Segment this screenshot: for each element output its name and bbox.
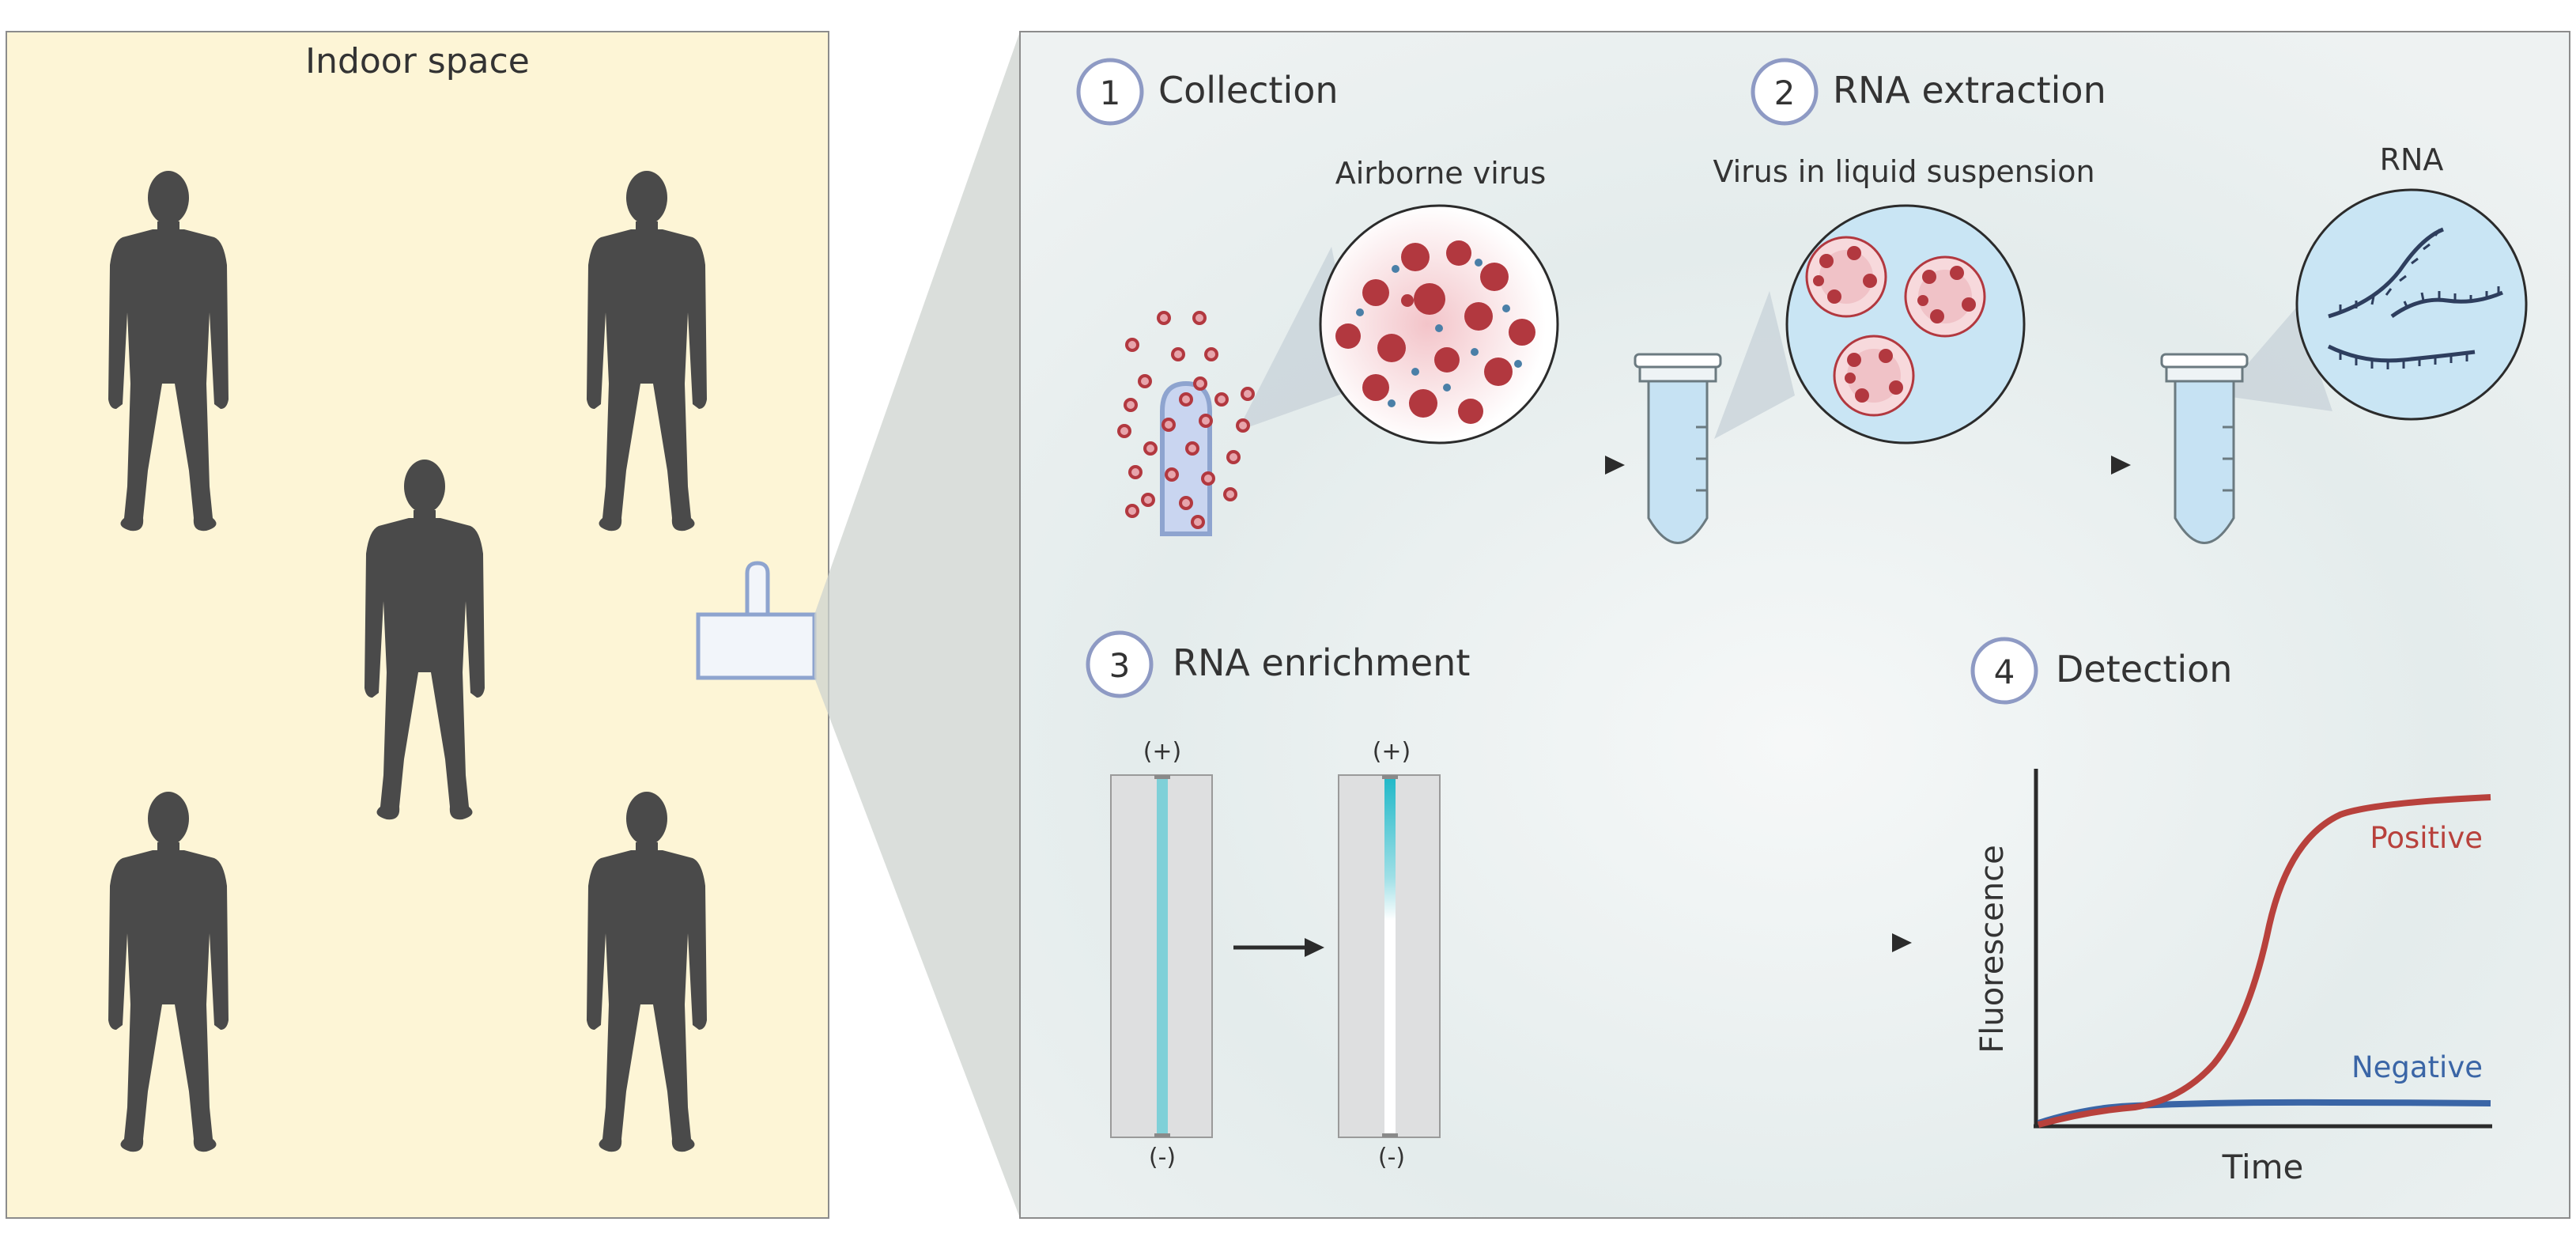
enrichment-strip-before bbox=[1110, 774, 1213, 1138]
step-1-label: Collection bbox=[1158, 69, 1339, 112]
negative-label: Negative bbox=[2351, 1050, 2483, 1084]
eppendorf-tube bbox=[1634, 353, 1722, 544]
virus-suspension-magnified bbox=[1785, 204, 2026, 444]
positive-label: Positive bbox=[2370, 821, 2483, 855]
air-sampler-device bbox=[696, 561, 817, 680]
step-1-number: 1 bbox=[1100, 74, 1121, 112]
indoor-space-title: Indoor space bbox=[305, 41, 530, 81]
rna-magnified bbox=[2295, 188, 2528, 421]
strip-2-plus-label: (+) bbox=[1373, 738, 1411, 766]
y-axis-label: Fluorescence bbox=[1974, 845, 2011, 1053]
airborne-virus-label: Airborne virus bbox=[1335, 156, 1547, 191]
enrichment-strip-after bbox=[1338, 774, 1441, 1138]
airborne-virus-magnified bbox=[1319, 204, 1559, 444]
detection-plot: Fluorescence Time Positive Negative bbox=[1974, 769, 2492, 1186]
step-4-header: 4 Detection bbox=[1970, 637, 2232, 705]
strip-1-minus-label: (-) bbox=[1149, 1144, 1176, 1171]
arrow-head bbox=[1892, 933, 1912, 952]
step-3-number: 3 bbox=[1109, 646, 1131, 685]
positive-curve bbox=[2037, 794, 2491, 1128]
zoom-wedge-suspension bbox=[1714, 291, 1795, 439]
step-2-header: 2 RNA extraction bbox=[1751, 58, 2106, 126]
arrow-head bbox=[1305, 938, 1324, 957]
step-4-number: 4 bbox=[1994, 652, 2015, 691]
strip-2-minus-label: (-) bbox=[1378, 1144, 1405, 1171]
x-axis-label: Time bbox=[2222, 1148, 2304, 1186]
rna-label: RNA bbox=[2380, 142, 2444, 177]
arrow-head bbox=[1605, 456, 1625, 475]
eppendorf-tube-rna bbox=[2160, 353, 2249, 544]
virus-suspension-label: Virus in liquid suspension bbox=[1713, 154, 2094, 189]
step-4-label: Detection bbox=[2056, 648, 2232, 690]
step-2-label: RNA extraction bbox=[1833, 69, 2106, 112]
step-3-header: 3 RNA enrichment bbox=[1086, 630, 1470, 698]
arrow-head bbox=[2111, 456, 2131, 475]
process-panel bbox=[1019, 31, 2570, 1219]
strip-1-plus-label: (+) bbox=[1143, 738, 1182, 766]
step-3-label: RNA enrichment bbox=[1173, 641, 1470, 684]
step-2-number: 2 bbox=[1774, 74, 1796, 112]
step-1-header: 1 Collection bbox=[1076, 58, 1339, 126]
zoom-cone bbox=[814, 32, 1020, 1218]
